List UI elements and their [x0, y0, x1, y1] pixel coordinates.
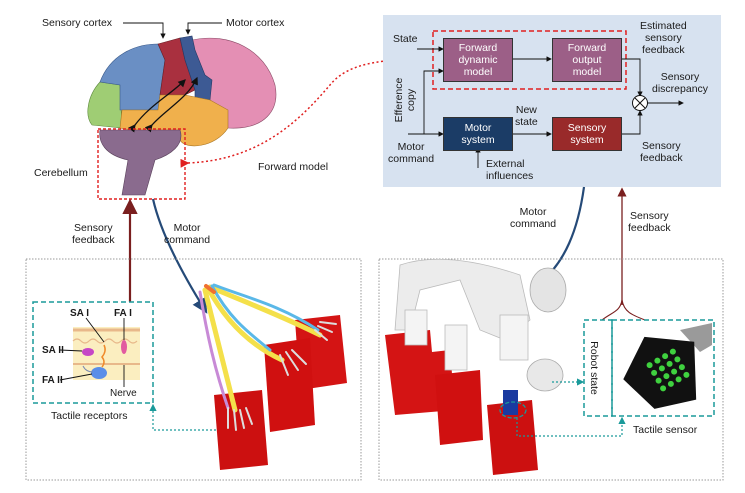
- sensor-dot: [662, 353, 669, 360]
- motor-system-block: Motor system: [443, 117, 513, 151]
- sensor-dot: [663, 373, 670, 380]
- brain-region-cerebellum: [99, 129, 182, 196]
- sensory-system-block: Sensory system: [552, 117, 622, 151]
- brain-illustration: [87, 35, 277, 196]
- forward-output-model-block: Forward output model: [552, 38, 622, 82]
- sensor-dot: [671, 368, 678, 375]
- arm-illustration: [198, 283, 337, 431]
- receptor-leaders: [59, 317, 125, 387]
- human-sensory-feedback-label: Sensory feedback: [72, 222, 115, 246]
- human-tactile-link: [149, 403, 240, 431]
- receptor-label-nerve: Nerve: [110, 388, 137, 399]
- brain-region-occipital: [87, 81, 123, 129]
- robot-illustration: [385, 258, 567, 475]
- cerebellum-label: Cerebellum: [34, 167, 88, 179]
- forward-dynamic-model-block: Forward dynamic model: [443, 38, 513, 82]
- robot-panel-border: [378, 258, 724, 481]
- sensor-dot: [655, 377, 662, 384]
- sensor-dot: [675, 376, 682, 383]
- robot-fingertip-highlight: [499, 401, 527, 419]
- human-motor-command-arrow: [151, 198, 208, 314]
- receptor-label-sa2: SA II: [42, 345, 64, 356]
- efference-copy-label: Efference copy: [393, 77, 417, 123]
- sensor-dot: [683, 371, 690, 378]
- tactile-receptors-label: Tactile receptors: [51, 410, 128, 422]
- sensory-cortex-leader: [123, 22, 166, 39]
- new-state-label: New state: [515, 104, 538, 128]
- receptor-label-sa1: SA I: [70, 308, 90, 319]
- forward-model-link: [180, 57, 433, 168]
- cortex-loop-arrow-2: [144, 76, 198, 133]
- tactile-sensor-box: [611, 319, 715, 417]
- sensor-dot: [666, 360, 673, 367]
- block-diagram-wires: [408, 46, 684, 168]
- receptor-fa2: [91, 367, 107, 379]
- external-influences-label: External influences: [486, 158, 534, 182]
- sensory-cortex-label: Sensory cortex: [42, 17, 113, 29]
- brain-region-motor-cortex: [179, 35, 213, 101]
- receptor-label-fa2: FA II: [42, 375, 63, 386]
- sensor-dot: [658, 365, 665, 372]
- diagram-motor-command-label: Motor command: [388, 141, 435, 165]
- motor-cortex-label: Motor cortex: [226, 17, 285, 29]
- sensor-dot: [651, 369, 658, 376]
- tactile-sensor-label: Tactile sensor: [633, 424, 698, 436]
- human-hand-objects: [214, 315, 347, 470]
- sensor-dot: [654, 357, 661, 364]
- sensor-dot: [678, 364, 685, 371]
- diagram-sensory-feedback-label: Sensory feedback: [640, 140, 683, 164]
- forward-model-dashed-outline: [432, 30, 627, 90]
- estimated-sensory-feedback-label: Estimated sensory feedback: [640, 20, 687, 56]
- human-panel-border: [25, 258, 362, 481]
- receptor-label-fa1: FA I: [114, 308, 132, 319]
- robot-tactile-link: [516, 416, 626, 437]
- robot-sensory-feedback-label: Sensory feedback: [628, 210, 671, 234]
- sensor-dot: [660, 385, 667, 392]
- tactile-sensor-pad: [623, 323, 712, 409]
- state-label: State: [393, 33, 418, 45]
- tactile-receptors-box: [32, 301, 154, 404]
- robot-state-label: Robot state: [587, 341, 600, 395]
- human-motor-command-label: Motor command: [164, 222, 211, 246]
- sensor-dot: [674, 356, 681, 363]
- sensor-dot-grid: [646, 348, 690, 392]
- receptor-fa1: [121, 340, 127, 354]
- skin-illustration: [72, 327, 140, 380]
- motor-cortex-leader: [185, 22, 222, 35]
- sensor-dot: [669, 348, 676, 355]
- sensor-dot: [667, 380, 674, 387]
- sensory-discrepancy-comparator: [632, 95, 648, 111]
- sensor-dot: [646, 362, 653, 369]
- forward-model-label: Forward model: [258, 161, 329, 173]
- robot-motor-command-label: Motor command: [510, 206, 557, 230]
- receptor-sa1: [101, 344, 106, 368]
- robot-feedback-branches: [601, 299, 646, 321]
- receptor-sa2: [82, 348, 94, 356]
- sensory-discrepancy-label: Sensory discrepancy: [652, 71, 709, 95]
